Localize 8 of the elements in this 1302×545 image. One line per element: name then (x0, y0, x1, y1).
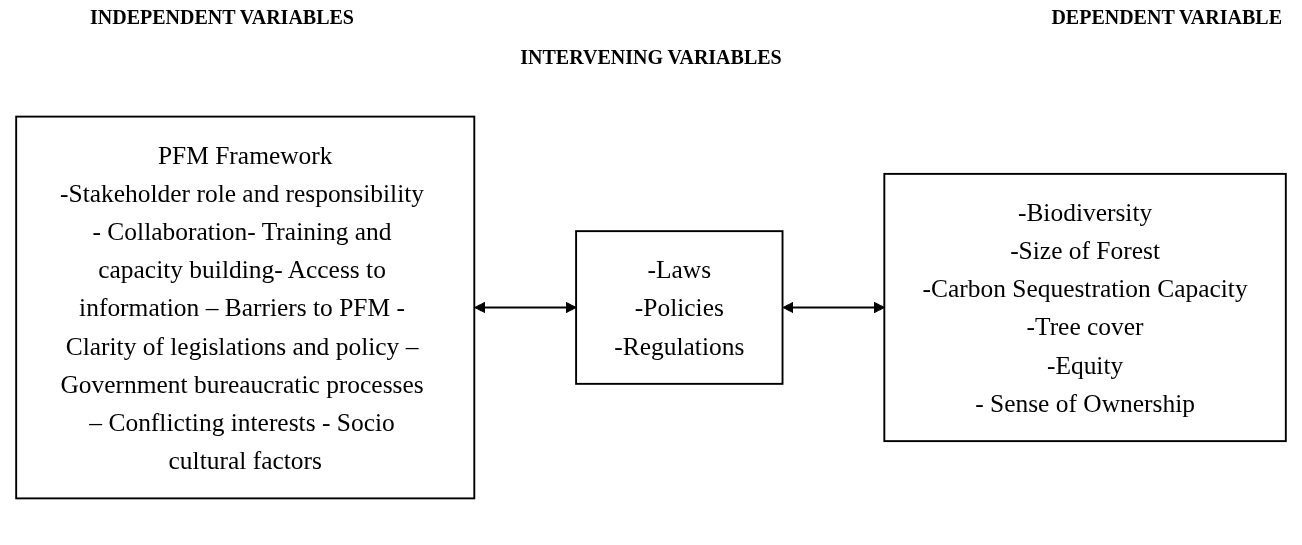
node-box: -Biodiversity -Size of Forest -Carbon Sequestration Capacity -Tree cover -Equity - Sense of Ownership (883, 172, 1287, 443)
arrow (474, 301, 577, 314)
heading: INDEPENDENT VARIABLES (90, 6, 354, 29)
arrow (782, 301, 885, 314)
node-box: -Laws -Policies -Regulations (575, 230, 784, 385)
node-box: PFM Framework -Stakeholder role and responsibility - Collaboration- Training and capacity building- Access to information – Barriers to PFM - Clarity of legislations and policy – Government bureaucratic processes – Conflicting interests - Socio cultural factors (15, 115, 476, 500)
heading: DEPENDENT VARIABLE (1051, 6, 1282, 29)
heading: INTERVENING VARIABLES (520, 46, 782, 69)
